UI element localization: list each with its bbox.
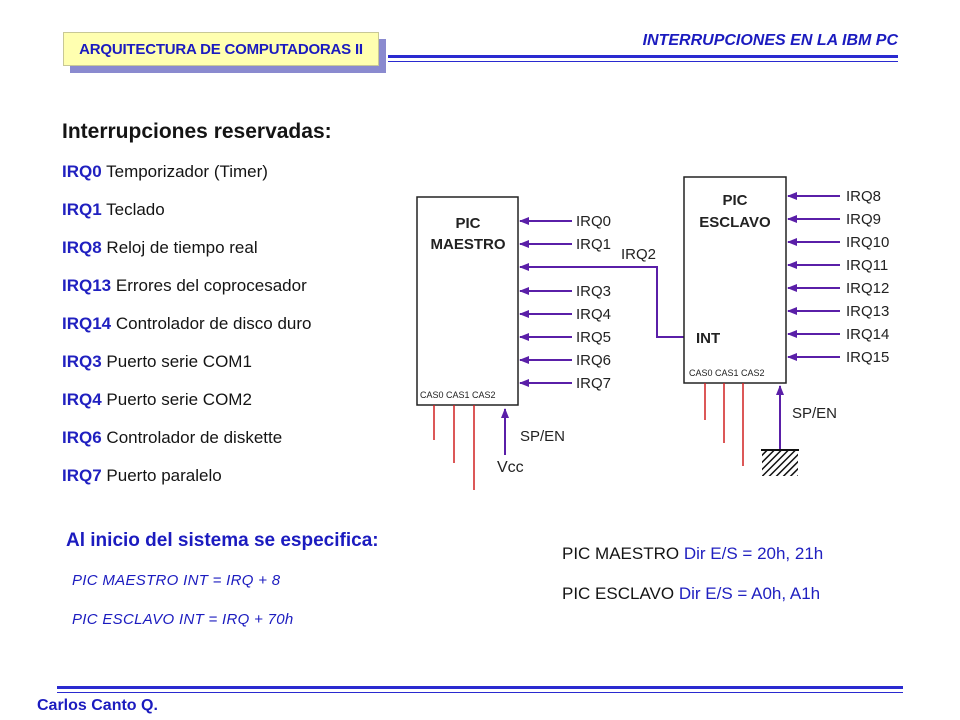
irq-desc: Controlador de disco duro xyxy=(115,314,312,333)
irq15-label: IRQ15 xyxy=(846,349,889,366)
irq11-label: IRQ11 xyxy=(846,257,888,274)
list-item: IRQ0 Temporizador (Timer) xyxy=(62,162,312,200)
irq-code: IRQ14 xyxy=(62,314,112,333)
pic-slave-cas-label: CAS0 CAS1 CAS2 xyxy=(689,368,765,378)
pic-slave-int-label: INT xyxy=(696,330,720,347)
topic-title: INTERRUPCIONES EN LA IBM PC xyxy=(642,32,898,49)
init-line-master: PIC MAESTRO INT = IRQ + 8 xyxy=(72,572,281,589)
slave-sp-en-label: SP/EN xyxy=(792,405,837,422)
pic-master-title-1: PIC xyxy=(455,215,480,232)
irq-desc: Reloj de tiempo real xyxy=(106,238,258,257)
irq-code: IRQ8 xyxy=(62,238,102,257)
irq-desc: Errores del coprocesador xyxy=(115,276,307,295)
irq1-label: IRQ1 xyxy=(576,236,611,253)
irq14-label: IRQ14 xyxy=(846,326,889,343)
irq3-label: IRQ3 xyxy=(576,283,611,300)
irq10-label: IRQ10 xyxy=(846,234,889,251)
pic-slave-title-1: PIC xyxy=(722,192,747,209)
list-item: IRQ14 Controlador de disco duro xyxy=(62,314,312,352)
master-sp-en-label: SP/EN xyxy=(520,428,565,445)
list-item: IRQ7 Puerto paralelo xyxy=(62,466,312,504)
irq-code: IRQ1 xyxy=(62,200,102,219)
list-item: IRQ13 Errores del coprocesador xyxy=(62,276,312,314)
init-title: Al inicio del sistema se especifica: xyxy=(66,530,379,551)
irq13-label: IRQ13 xyxy=(846,303,889,320)
slave-irq-arrows xyxy=(787,192,840,361)
irq-code: IRQ7 xyxy=(62,466,102,485)
list-item: IRQ4 Puerto serie COM2 xyxy=(62,390,312,428)
irq-code: IRQ3 xyxy=(62,352,102,371)
pic-slave-title-2: ESCLAVO xyxy=(699,214,771,231)
irq-desc: Puerto serie COM1 xyxy=(106,352,252,371)
header-rule xyxy=(388,55,898,62)
irq9-label: IRQ9 xyxy=(846,211,881,228)
course-badge: ARQUITECTURA DE COMPUTADORAS II xyxy=(63,32,379,66)
vcc-label: Vcc xyxy=(497,459,524,476)
reserved-title: Interrupciones reservadas: xyxy=(62,120,332,143)
irq0-label: IRQ0 xyxy=(576,213,611,230)
ground-icon xyxy=(762,451,798,476)
irq4-label: IRQ4 xyxy=(576,306,611,323)
list-item: IRQ8 Reloj de tiempo real xyxy=(62,238,312,276)
slave-cas-lines xyxy=(704,383,744,466)
irq6-label: IRQ6 xyxy=(576,352,611,369)
list-item: IRQ3 Puerto serie COM1 xyxy=(62,352,312,390)
address-chip: PIC MAESTRO xyxy=(562,544,680,563)
irq-code: IRQ13 xyxy=(62,276,112,295)
address-slave: PIC ESCLAVO Dir E/S = A0h, A1h xyxy=(562,584,820,604)
pic-master-box xyxy=(416,196,519,406)
author-name: Carlos Canto Q. xyxy=(37,697,158,714)
init-line-slave: PIC ESCLAVO INT = IRQ + 70h xyxy=(72,611,294,628)
irq-code: IRQ0 xyxy=(62,162,102,181)
irq5-label: IRQ5 xyxy=(576,329,611,346)
cascade-irq2-wire xyxy=(519,263,684,338)
address-value: Dir E/S = A0h, A1h xyxy=(678,584,821,603)
irq7-label: IRQ7 xyxy=(576,375,611,392)
irq-desc: Puerto serie COM2 xyxy=(106,390,252,409)
course-title: ARQUITECTURA DE COMPUTADORAS II xyxy=(79,40,363,58)
footer-rule xyxy=(57,686,903,693)
irq-code: IRQ4 xyxy=(62,390,102,409)
address-master: PIC MAESTRO Dir E/S = 20h, 21h xyxy=(562,544,823,564)
master-cas-lines xyxy=(433,405,475,490)
address-chip: PIC ESCLAVO xyxy=(562,584,675,603)
pic-master-title-2: MAESTRO xyxy=(431,236,506,253)
irq2-label: IRQ2 xyxy=(621,246,656,263)
irq-desc: Teclado xyxy=(106,200,165,219)
address-value: Dir E/S = 20h, 21h xyxy=(683,544,824,563)
irq-code: IRQ6 xyxy=(62,428,102,447)
pic-master-cas-label: CAS0 CAS1 CAS2 xyxy=(420,390,496,400)
reserved-irq-list: IRQ0 Temporizador (Timer) IRQ1 Teclado I… xyxy=(62,162,312,504)
pic-slave-box xyxy=(683,176,787,384)
irq12-label: IRQ12 xyxy=(846,280,889,297)
irq-desc: Controlador de diskette xyxy=(106,428,283,447)
irq-desc: Puerto paralelo xyxy=(106,466,222,485)
list-item: IRQ6 Controlador de diskette xyxy=(62,428,312,466)
irq8-label: IRQ8 xyxy=(846,188,881,205)
irq-desc: Temporizador (Timer) xyxy=(106,162,268,181)
list-item: IRQ1 Teclado xyxy=(62,200,312,238)
master-irq-arrows xyxy=(519,217,572,387)
